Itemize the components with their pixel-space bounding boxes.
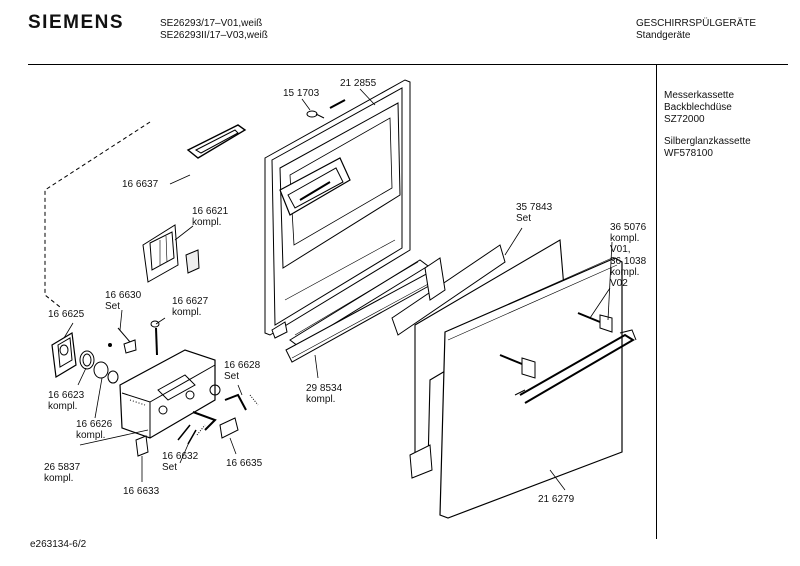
label-166628-sub: Set — [224, 371, 240, 382]
category-info: GESCHIRRSPÜLGERÄTE Standgeräte — [636, 18, 756, 42]
side-notes: Messerkassette Backblechdüse SZ72000 Sil… — [664, 90, 751, 160]
hinge-bracket — [271, 321, 288, 339]
seal-rings — [79, 350, 119, 384]
label-166632-sub: Set — [162, 462, 178, 473]
label-166627-number: 16 6627 — [172, 296, 209, 307]
label-166632-number: 16 6632 — [162, 451, 199, 462]
label-212855: 21 2855 — [340, 78, 377, 89]
label-166633: 16 6633 — [123, 486, 160, 497]
brand-logo: SIEMENS — [28, 12, 125, 33]
label-166625: 16 6625 — [48, 309, 85, 320]
leader-lines — [63, 88, 613, 491]
model-line-2: SE26293II/17–V03,weiß — [160, 30, 268, 41]
label-361038-sub2: V02 — [610, 278, 628, 289]
small-spring-parts — [108, 320, 160, 356]
dashed-bracket — [44, 121, 151, 308]
handle-cover — [51, 332, 77, 378]
label-166621-sub: kompl. — [192, 217, 222, 228]
clip-part — [135, 435, 149, 457]
lever-parts — [177, 384, 259, 445]
label-357843-sub: Set — [516, 213, 532, 224]
note-line-1: Messerkassette — [664, 90, 735, 101]
label-166628-number: 16 6628 — [224, 360, 261, 371]
label-265837-sub: kompl. — [44, 473, 74, 484]
note-line-4: Silberglanzkassette — [664, 136, 751, 147]
spacer-panel — [391, 244, 506, 336]
label-216279: 21 6279 — [538, 494, 575, 505]
frame-part — [186, 124, 247, 159]
label-298534-sub: kompl. — [306, 394, 336, 405]
detergent-dispenser — [119, 349, 216, 439]
label-365076-number: 36 5076 — [610, 222, 647, 233]
label-151703: 15 1703 — [283, 88, 320, 99]
handle-screws — [499, 312, 613, 379]
label-166626-number: 16 6626 — [76, 419, 113, 430]
label-166623-number: 16 6623 — [48, 390, 85, 401]
label-166630-number: 16 6630 — [105, 290, 142, 301]
screw-part — [306, 110, 325, 119]
door-handle — [514, 329, 637, 404]
label-298534-number: 29 8534 — [306, 383, 343, 394]
label-166627-sub: kompl. — [172, 307, 202, 318]
category-line-2: Standgeräte — [636, 30, 691, 41]
label-365076-sub1: kompl. — [610, 233, 640, 244]
label-265837-number: 26 5837 — [44, 462, 81, 473]
detergent-plate — [142, 224, 200, 283]
label-166635: 16 6635 — [226, 458, 263, 469]
inner-door-panel — [264, 79, 411, 336]
note-line-3: SZ72000 — [664, 114, 705, 125]
note-line-2: Backblechdüse — [664, 102, 732, 113]
label-365076-sub2: V01, — [610, 244, 631, 255]
category-line-1: GESCHIRRSPÜLGERÄTE — [636, 18, 757, 29]
label-166630-sub: Set — [105, 301, 121, 312]
label-361038-number: 36 1038 — [610, 256, 647, 267]
label-166637: 16 6637 — [122, 179, 159, 190]
label-357843-number: 35 7843 — [516, 202, 553, 213]
label-166621-number: 16 6621 — [192, 206, 229, 217]
model-line-1: SE26293/17–V01,weiß — [160, 18, 263, 29]
label-361038-sub1: kompl. — [610, 267, 640, 278]
side-divider — [656, 64, 657, 539]
label-166626-sub: kompl. — [76, 430, 106, 441]
note-line-5: WF578100 — [664, 148, 713, 159]
drawing-id: e263134-6/2 — [30, 539, 87, 550]
header-rule — [28, 64, 788, 65]
label-166623-sub: kompl. — [48, 401, 78, 412]
model-info: SE26293/17–V01,weiß SE26293II/17–V03,wei… — [160, 18, 268, 42]
